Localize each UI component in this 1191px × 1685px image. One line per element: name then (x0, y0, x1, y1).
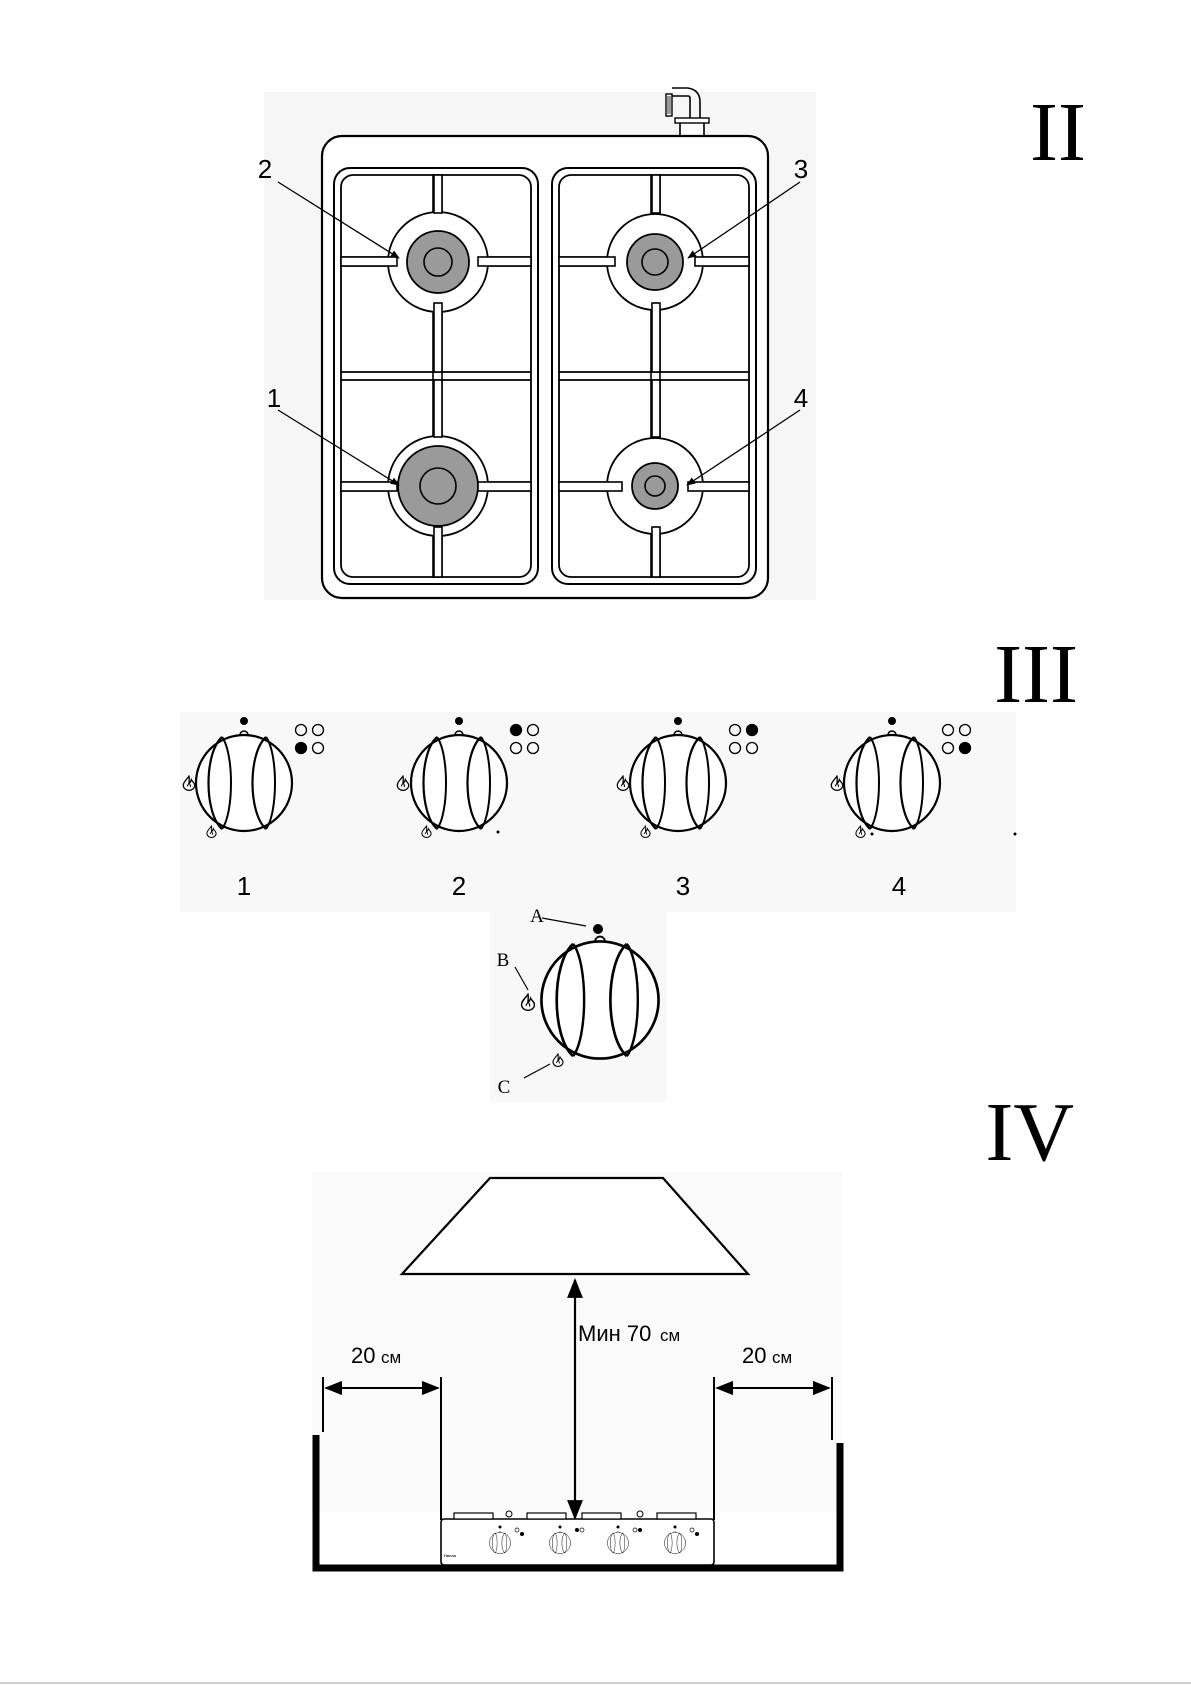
min-height-label: Мин 70 (578, 1321, 651, 1346)
min-height-unit: см (660, 1326, 680, 1345)
right-clearance-unit: см (772, 1348, 792, 1367)
callout-3: 3 (794, 154, 808, 184)
hob-front-view: Hansa (441, 1511, 714, 1565)
knob-caption-3: 3 (676, 871, 690, 901)
hob-brand-logo: Hansa (444, 1553, 457, 1558)
hob-top-view: 2 1 3 4 (258, 88, 816, 600)
section-label-iii: III (994, 628, 1078, 721)
legend-label-c: C (498, 1077, 511, 1098)
left-clearance-unit: см (381, 1348, 401, 1367)
section-label-ii: II (1030, 86, 1086, 179)
legend-label-b: B (497, 950, 510, 971)
knob-caption-2: 2 (452, 871, 466, 901)
legend-label-a: A (530, 906, 544, 927)
knob-legend-diagram: A B C (490, 906, 666, 1102)
callout-2: 2 (258, 154, 272, 184)
callout-4: 4 (794, 383, 808, 413)
installation-diagram: Мин 70 см 20 см 20 см (312, 1172, 842, 1568)
callout-1: 1 (267, 383, 281, 413)
burner-rear-right (607, 214, 703, 310)
burner-rear-left (388, 212, 488, 312)
knob-caption-1: 1 (237, 871, 251, 901)
knob-caption-4: 4 (892, 871, 906, 901)
left-clearance-value: 20 (351, 1343, 375, 1368)
burner-front-left (388, 436, 488, 536)
section-label-iv: IV (985, 1086, 1074, 1179)
right-clearance-value: 20 (742, 1343, 766, 1368)
